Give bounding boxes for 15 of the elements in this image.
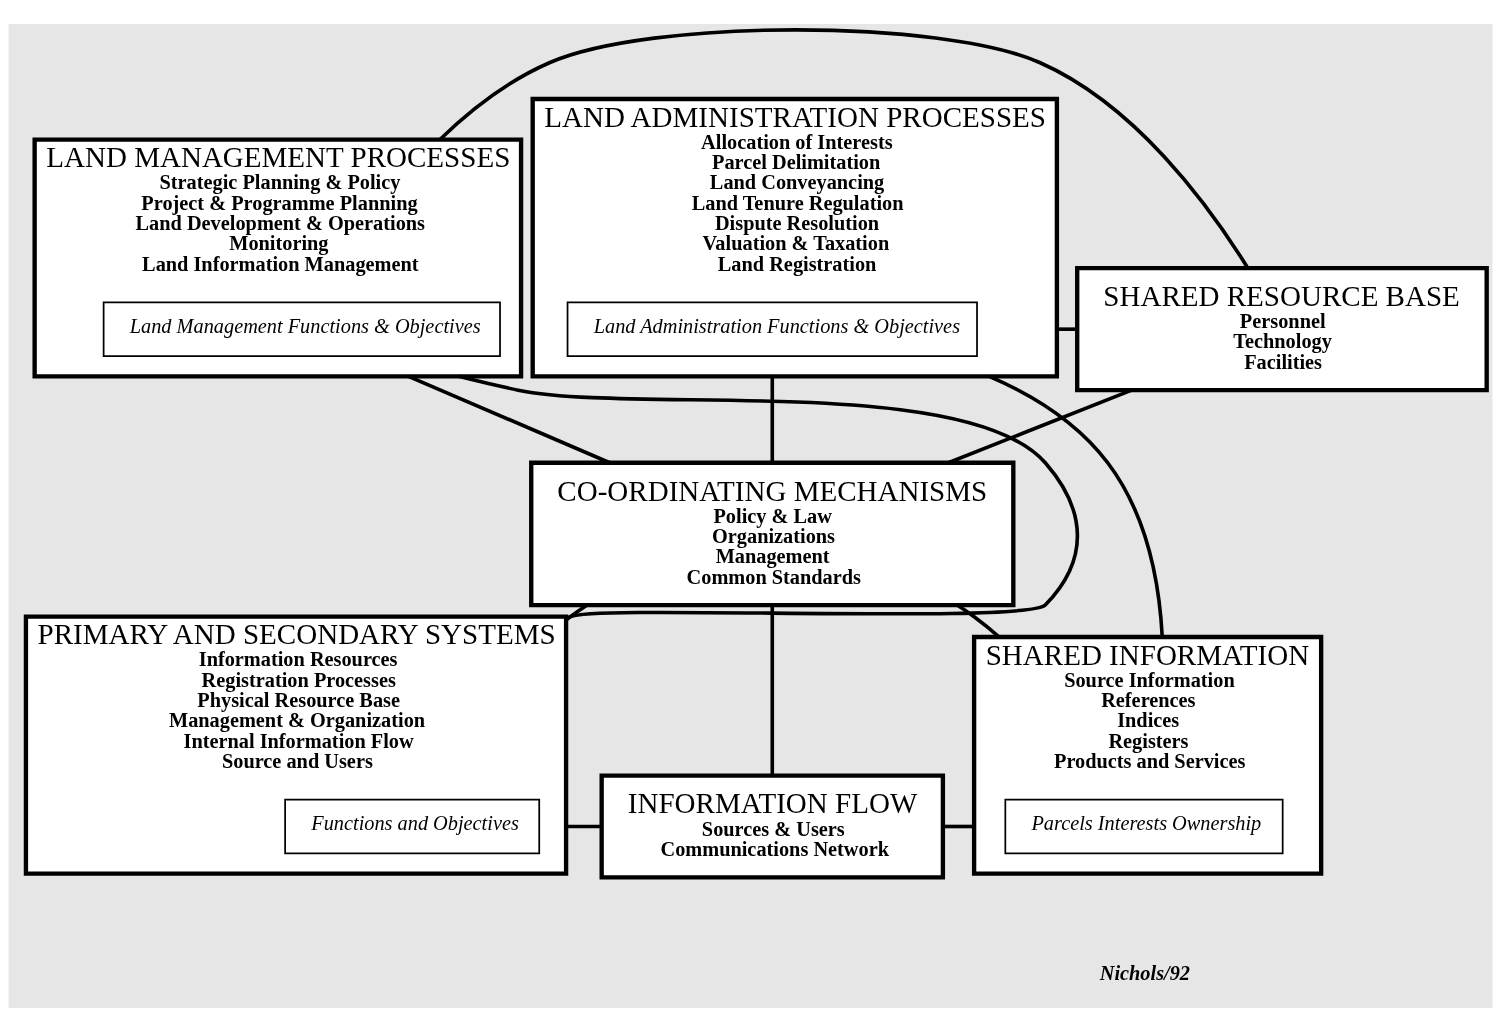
node-box: Parcels Interests Ownership xyxy=(1004,798,1284,855)
connector xyxy=(770,605,775,776)
connector xyxy=(566,824,602,829)
node-box: INFORMATION FLOW Sources & Users Communications Network xyxy=(599,773,946,880)
node-box: SHARED RESOURCE BASE Personnel Technology Facilities xyxy=(1075,266,1489,393)
connector xyxy=(458,374,1080,621)
connector xyxy=(438,28,1250,269)
label: Nichols/92 xyxy=(1099,961,1191,984)
connector xyxy=(1056,327,1077,331)
connector xyxy=(943,824,975,829)
node-box: Functions and Objectives xyxy=(284,798,541,855)
node-box: CO-ORDINATING MECHANISMS Policy & Law Organizations Management Common Standards xyxy=(529,460,1016,608)
node-box: Land Management Functions & Objectives xyxy=(102,301,501,357)
connector xyxy=(770,376,775,463)
node-box: Land Administration Functions & Objectives xyxy=(566,301,978,357)
